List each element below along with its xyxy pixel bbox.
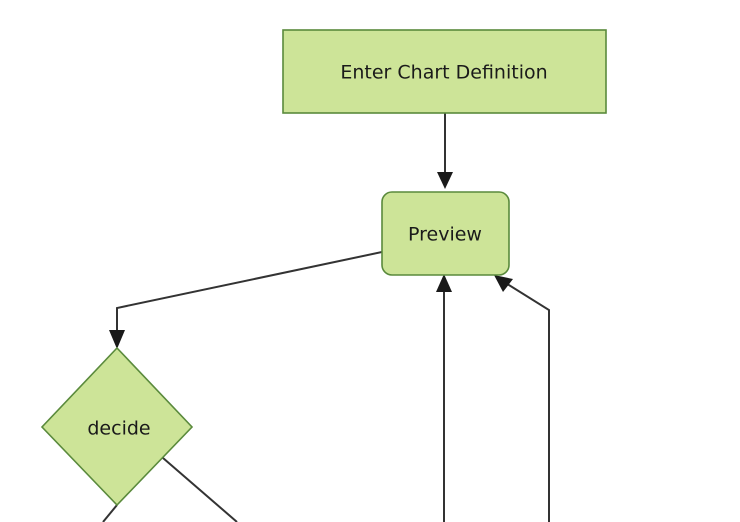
edge-decide-bottom-left [102,504,118,522]
edge-decide-bottom-right [162,457,238,522]
node-decide-shape[interactable] [40,346,194,507]
node-preview[interactable]: Preview [381,191,510,276]
arrow-head-into-preview-bottom-center [436,274,452,292]
edge-bottom-right-to-preview [503,281,550,522]
node-enter-chart-definition[interactable]: Enter Chart Definition [282,29,607,114]
node-decide[interactable]: decide [40,346,194,507]
arrow-head-into-preview-top [437,172,453,189]
arrow-head-into-decide-top [109,330,125,349]
node-layer: Enter Chart Definition Preview decide [40,29,607,507]
node-enter-chart-definition-shape[interactable] [282,29,607,114]
arrow-head-into-preview-bottom-right [494,275,513,292]
node-preview-shape[interactable] [381,191,510,276]
edge-layer [102,113,550,522]
edge-preview-to-decide [116,251,383,342]
